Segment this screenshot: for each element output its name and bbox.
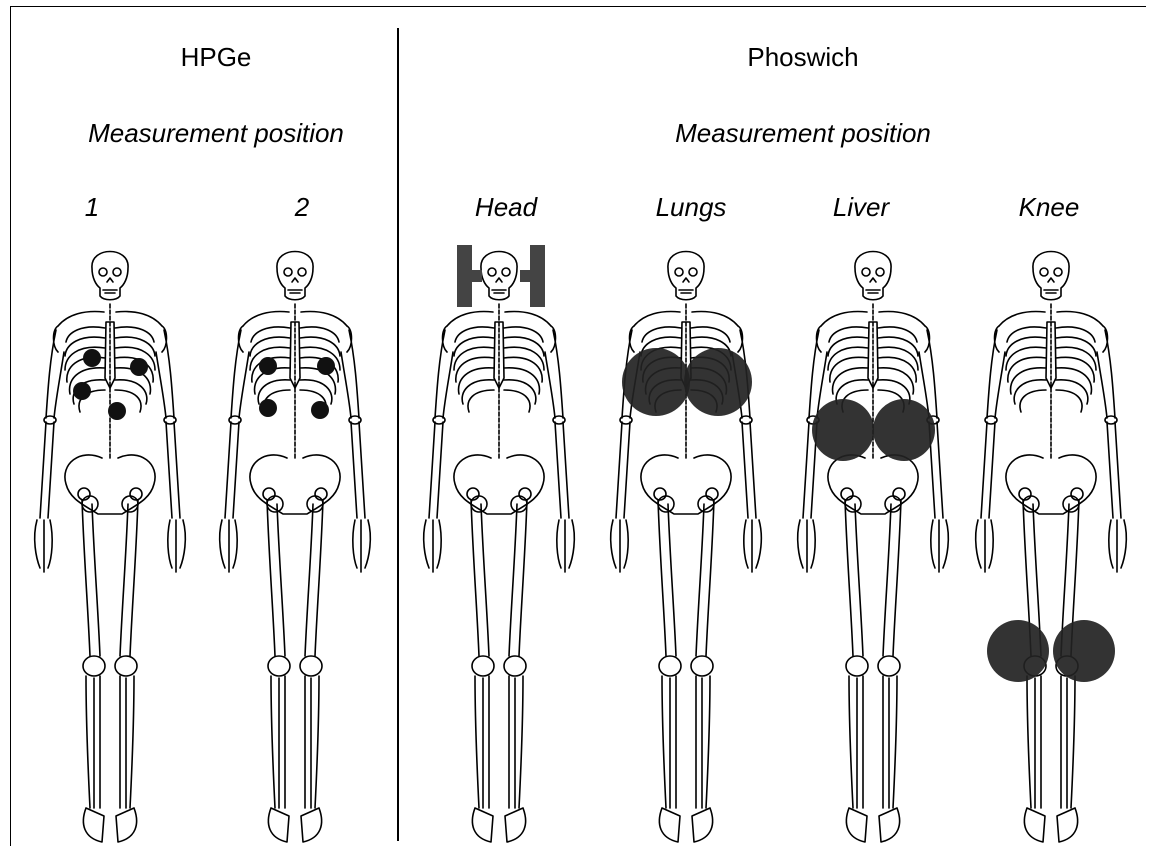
hpge-2-detector (317, 357, 335, 375)
hpge-2-detector (311, 401, 329, 419)
skeleton-liver (798, 252, 949, 843)
skeleton-hpge-1 (35, 252, 186, 843)
head-detector-left-arm (472, 270, 482, 282)
hpge-1-detector (73, 382, 91, 400)
skeleton-lungs (611, 252, 762, 843)
skeleton-head (424, 252, 575, 843)
liver-detector-left (812, 399, 874, 461)
hpge-1-detector (130, 358, 148, 376)
hpge-1-detector (108, 402, 126, 420)
knee-detector-left (987, 620, 1049, 682)
head-detector-right (530, 245, 545, 307)
skeleton-hpge-2 (220, 252, 371, 843)
skeleton-knee (976, 252, 1127, 843)
head-detector-right-arm (520, 270, 530, 282)
liver-detector-right (873, 399, 935, 461)
lungs-detector-right (684, 348, 752, 416)
hpge-2-detector (259, 399, 277, 417)
knee-detector-right (1053, 620, 1115, 682)
lungs-detector-left (622, 348, 690, 416)
head-detector-left (457, 245, 472, 307)
hpge-2-detector (259, 357, 277, 375)
hpge-1-detector (83, 349, 101, 367)
